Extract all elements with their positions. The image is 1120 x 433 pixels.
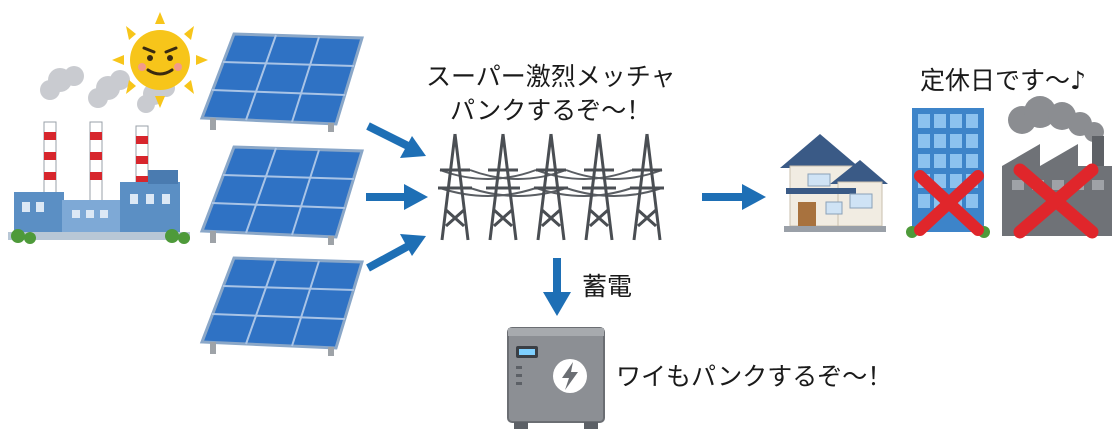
holiday-caption: 定休日です～♪ <box>920 66 1086 95</box>
cross-icon <box>912 168 986 238</box>
transmission-tower-icon <box>430 130 680 245</box>
sun-icon <box>108 12 212 108</box>
solar-panel-icon <box>196 32 366 132</box>
factory-icon <box>996 96 1116 242</box>
grid-caption-line2: パンクするぞ～！ <box>450 96 652 125</box>
storage-label: 蓄電 <box>582 272 633 301</box>
arrow-icon <box>364 182 430 212</box>
arrow-icon <box>364 118 430 162</box>
solar-panel-icon <box>196 256 366 356</box>
house-icon <box>776 128 890 238</box>
arrow-icon <box>540 256 574 318</box>
battery-caption: ワイもパンクするぞ～！ <box>616 362 893 391</box>
battery-icon <box>506 326 606 431</box>
solar-panel-icon <box>196 145 366 245</box>
grid-caption-line1: スーパー激烈メッチャ <box>426 62 676 91</box>
arrow-icon <box>700 182 770 212</box>
cross-icon <box>1010 162 1102 240</box>
arrow-icon <box>364 230 430 274</box>
